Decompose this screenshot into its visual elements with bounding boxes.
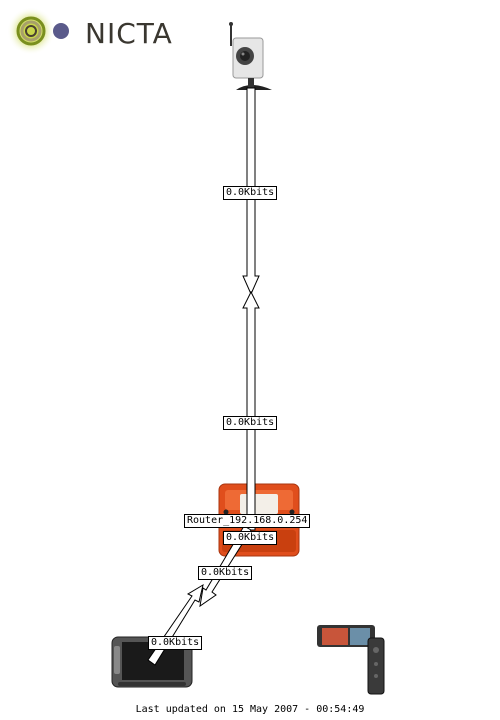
link-rate-label: 0.0Kbits	[223, 416, 277, 430]
mobile-phone-icon[interactable]	[317, 625, 384, 694]
link-rate-label: 0.0Kbits	[223, 531, 277, 545]
link-rate-label: 0.0Kbits	[223, 186, 277, 200]
router-label[interactable]: Router_192.168.0.254	[184, 514, 310, 528]
link-rate-label: 0.0Kbits	[148, 636, 202, 650]
link-rate-label: 0.0Kbits	[198, 566, 252, 580]
network-camera-icon[interactable]	[229, 22, 272, 90]
last-updated-text: Last updated on 15 May 2007 - 00:54:49	[0, 704, 500, 715]
